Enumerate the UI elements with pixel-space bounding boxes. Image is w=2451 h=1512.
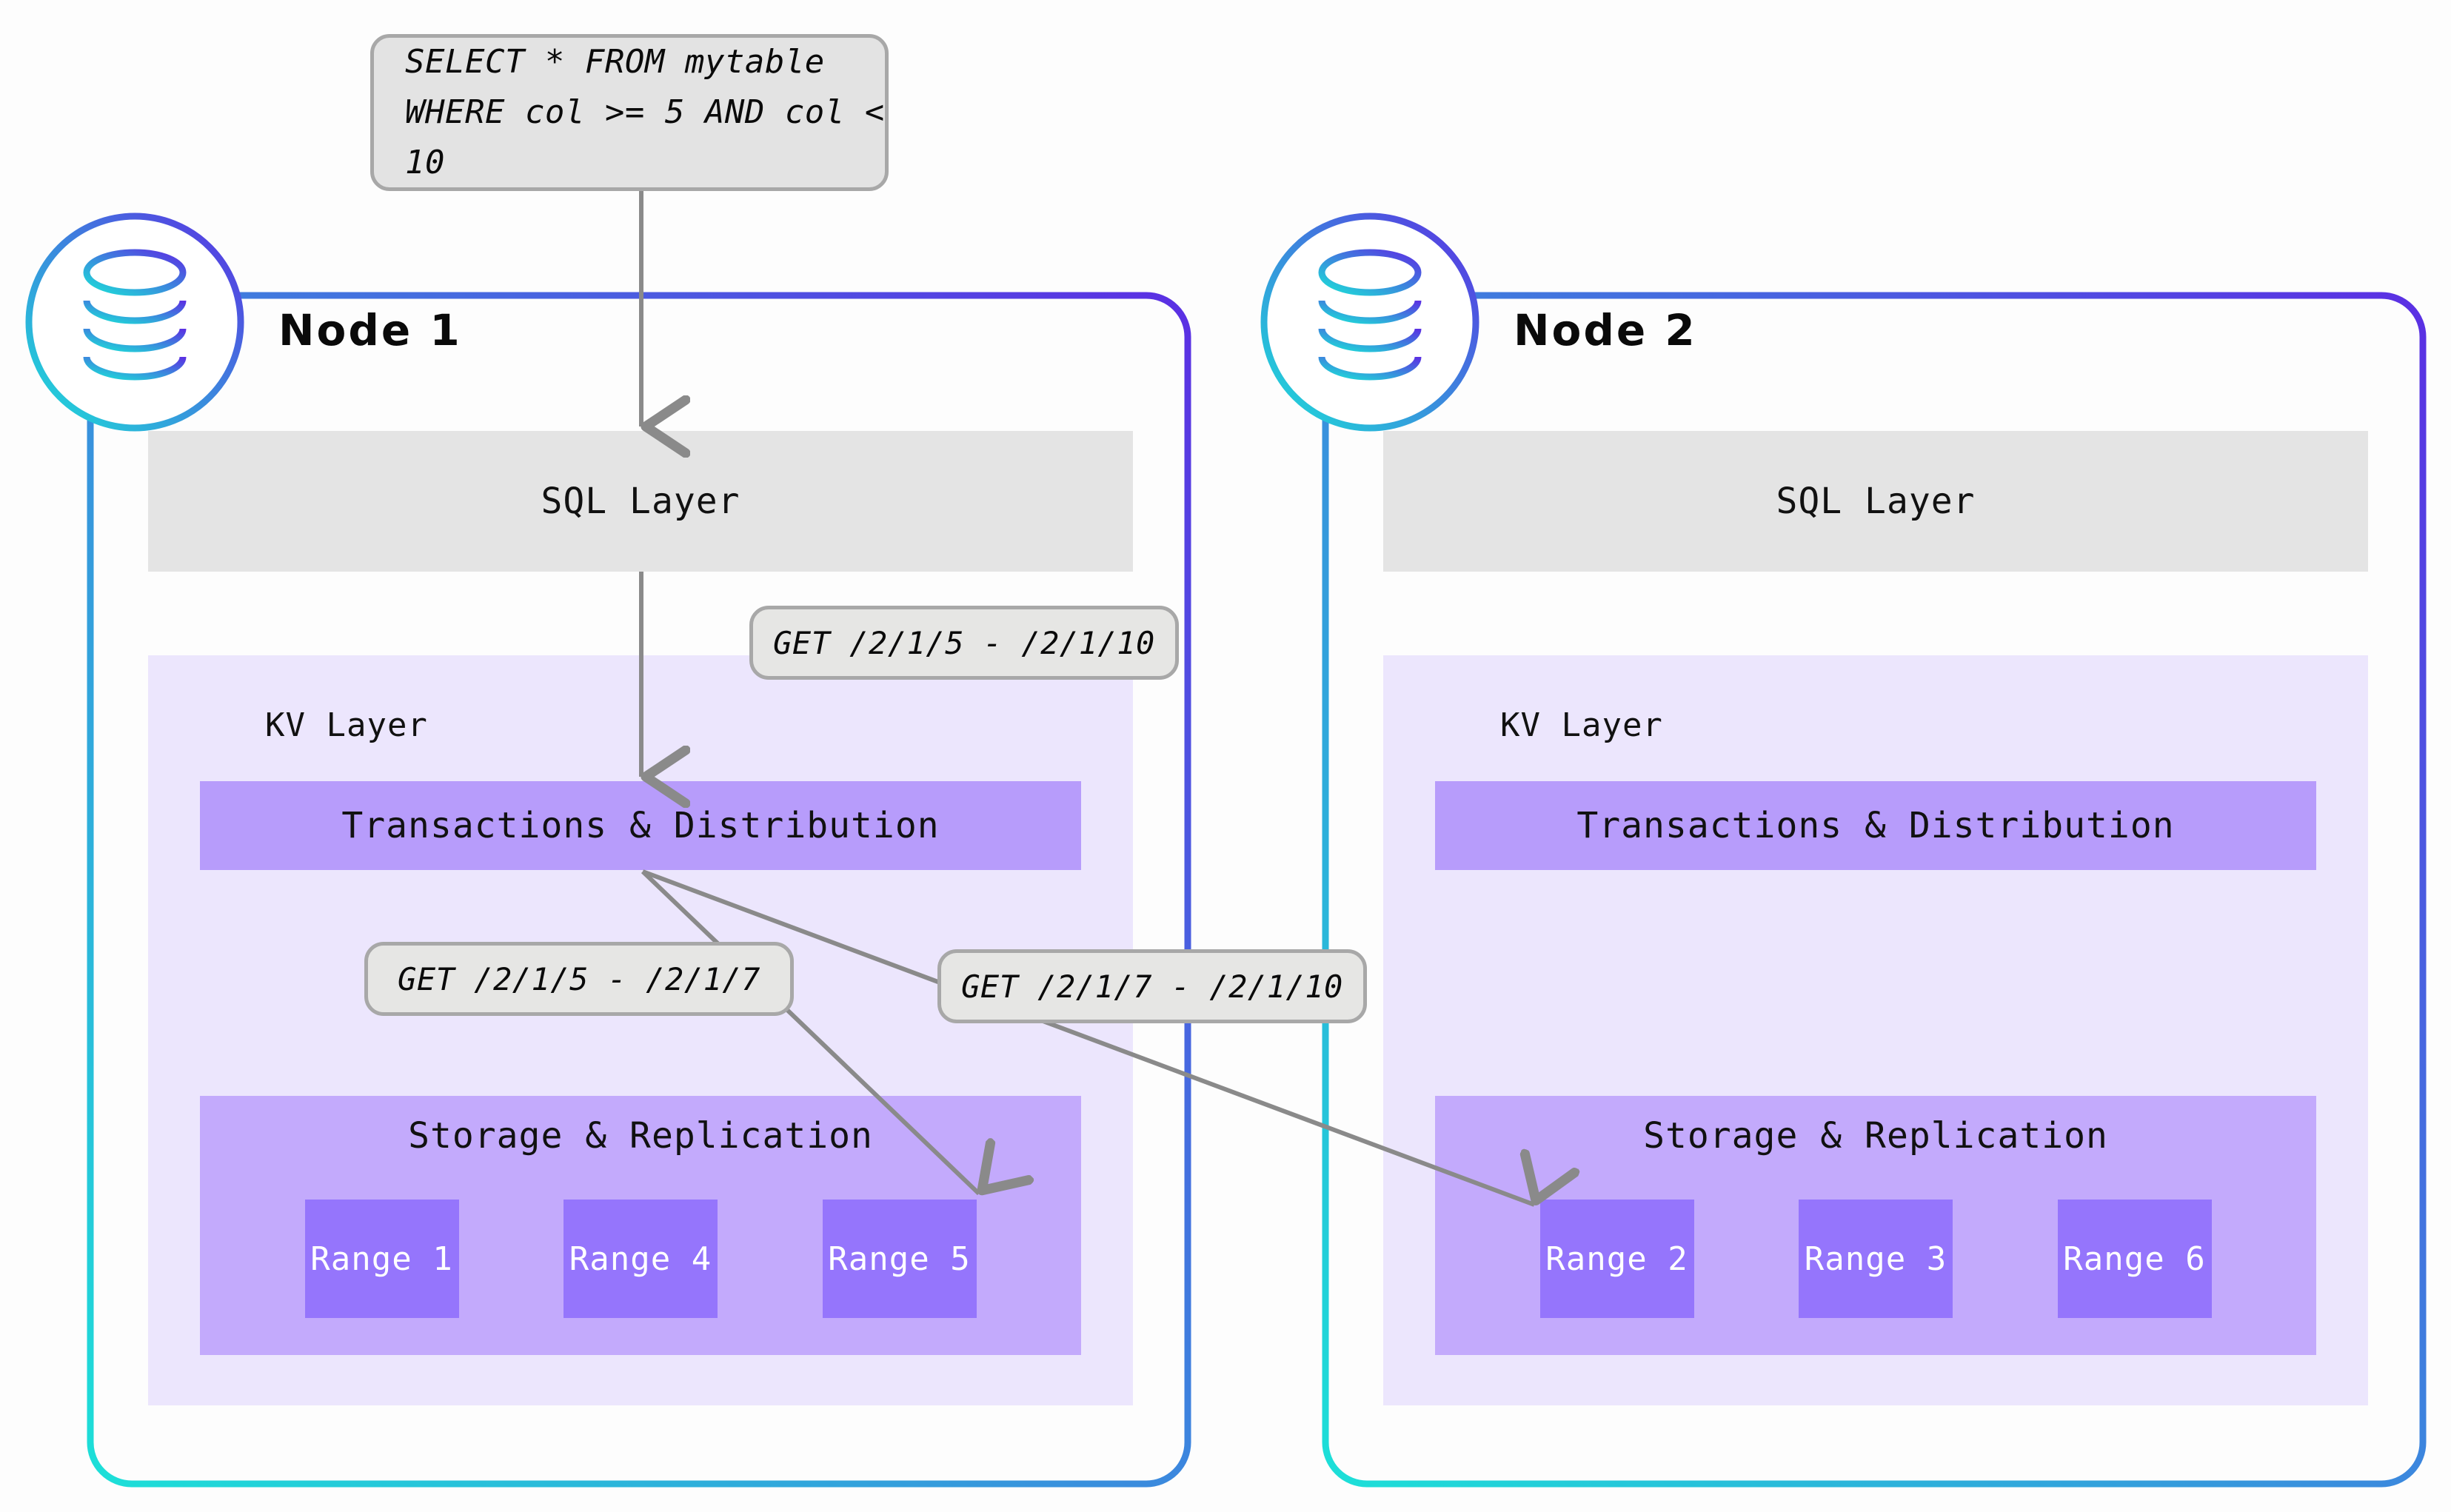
node-1-badge-svg — [25, 213, 244, 432]
node-1-title: Node 1 — [278, 305, 462, 355]
get-label-range-5: GET /2/1/5 - /2/1/7 — [364, 942, 794, 1016]
node-2-transactions-label: Transactions & Distribution — [1576, 805, 2175, 846]
range-box[interactable]: Range 2 — [1539, 1200, 1694, 1318]
node-2-storage-box: Storage & Replication Range 2 Range 3 Ra… — [1435, 1096, 2316, 1355]
node-1-sql-layer-label: SQL Layer — [541, 481, 740, 522]
get-label-text: GET /2/1/5 - /2/1/7 — [398, 960, 760, 997]
range-label: Range 4 — [569, 1240, 712, 1278]
node-1-kv-layer-label: KV Layer — [265, 706, 428, 744]
get-label-sql-to-kv: GET /2/1/5 - /2/1/10 — [749, 606, 1179, 680]
node-1-storage-box: Storage & Replication Range 1 Range 4 Ra… — [200, 1096, 1081, 1355]
database-icon — [83, 249, 187, 381]
range-box[interactable]: Range 3 — [1799, 1200, 1953, 1318]
range-box[interactable]: Range 1 — [304, 1200, 459, 1318]
node-2-storage-label: Storage & Replication — [1643, 1115, 2108, 1157]
range-label: Range 3 — [1804, 1240, 1947, 1278]
node-1-frame-outline — [90, 254, 1188, 1484]
node-2-range-row: Range 2 Range 3 Range 6 — [1435, 1200, 2316, 1318]
node-1-range-row: Range 1 Range 4 Range 5 — [200, 1200, 1081, 1318]
get-label-range-2: GET /2/1/7 - /2/1/10 — [937, 949, 1367, 1023]
range-box[interactable]: Range 6 — [2057, 1200, 2212, 1318]
node-1-badge — [24, 211, 246, 433]
range-label: Range 5 — [828, 1240, 971, 1278]
node-2-badge — [1259, 211, 1481, 433]
node-2-frame-outline — [1325, 254, 2423, 1484]
range-label: Range 1 — [310, 1240, 453, 1278]
node-1-transactions-label: Transactions & Distribution — [341, 805, 940, 846]
node-1-sql-layer: SQL Layer — [148, 431, 1133, 572]
node-2-kv-layer-label: KV Layer — [1500, 706, 1663, 744]
range-box[interactable]: Range 5 — [822, 1200, 977, 1318]
node-2-transactions-box: Transactions & Distribution — [1435, 781, 2316, 870]
node-1-storage-label: Storage & Replication — [408, 1115, 873, 1157]
range-box[interactable]: Range 4 — [564, 1200, 718, 1318]
sql-query-line-1: SELECT * FROM mytable — [405, 42, 825, 81]
node-2-title: Node 2 — [1514, 305, 1697, 355]
range-label: Range 6 — [2063, 1240, 2206, 1278]
node-2-sql-layer: SQL Layer — [1383, 431, 2368, 572]
database-icon — [1318, 249, 1422, 381]
sql-query-callout: SELECT * FROM mytable WHERE col >= 5 AND… — [370, 34, 889, 191]
get-label-text: GET /2/1/5 - /2/1/10 — [773, 624, 1155, 661]
node-1-transactions-box: Transactions & Distribution — [200, 781, 1081, 870]
node-2-badge-svg — [1260, 213, 1479, 432]
sql-query-line-2: WHERE col >= 5 AND col < 10 — [405, 93, 885, 182]
node-2-frame — [1325, 254, 2423, 1484]
node-1-frame — [90, 254, 1188, 1484]
get-label-text: GET /2/1/7 - /2/1/10 — [961, 968, 1343, 1005]
range-label: Range 2 — [1545, 1240, 1688, 1278]
node-2-sql-layer-label: SQL Layer — [1776, 481, 1976, 522]
